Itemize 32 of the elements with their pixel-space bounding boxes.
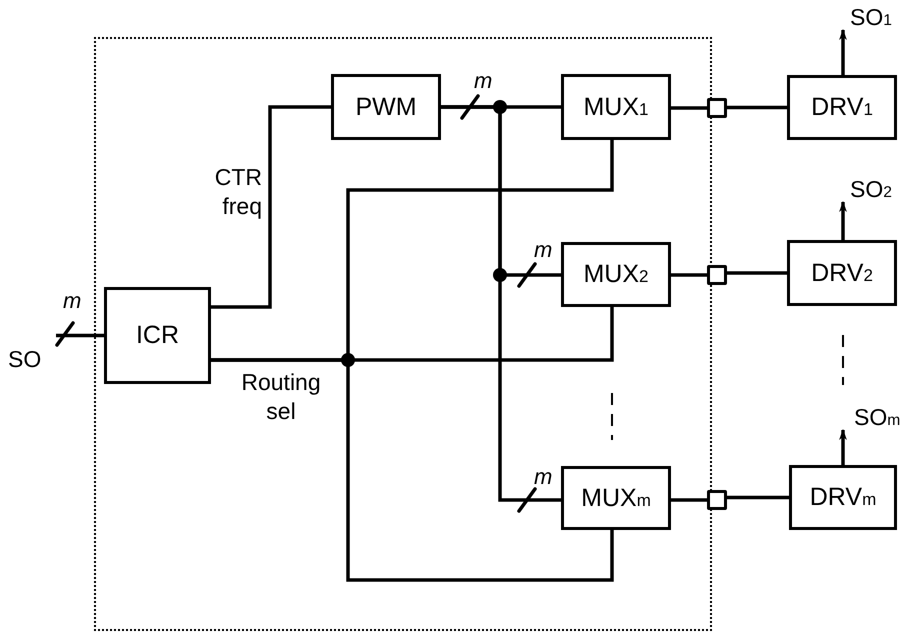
port-square — [707, 98, 727, 118]
arrow — [839, 28, 847, 75]
block-box — [787, 75, 897, 140]
connector-line — [671, 106, 707, 110]
dotted-boundary — [94, 37, 712, 631]
port-square — [707, 265, 727, 285]
bus-width-label: m — [534, 466, 552, 488]
bus-width-label: m — [63, 290, 82, 312]
connector-line — [727, 106, 787, 110]
block-box — [561, 466, 671, 530]
connector-line — [671, 273, 707, 277]
connector-line — [671, 498, 707, 502]
arrow — [839, 200, 847, 240]
block-box — [789, 465, 897, 530]
arrow — [839, 428, 847, 465]
connector-line — [441, 105, 561, 502]
connector-line — [211, 358, 614, 582]
bus-width-label: m — [534, 239, 552, 261]
block-box — [561, 74, 671, 140]
signal-label: SO — [8, 330, 56, 372]
connector-line — [727, 496, 789, 500]
port-square — [707, 490, 727, 510]
connector-line — [56, 334, 104, 338]
block-label: PWM — [355, 94, 417, 120]
connector-line — [727, 271, 787, 275]
block-box — [561, 242, 671, 307]
block-box — [331, 74, 441, 140]
bus-width-label: m — [474, 70, 492, 92]
block-label: ICR — [136, 323, 180, 348]
block-box — [104, 287, 211, 384]
connector-line — [211, 105, 331, 309]
block-box — [787, 240, 897, 306]
